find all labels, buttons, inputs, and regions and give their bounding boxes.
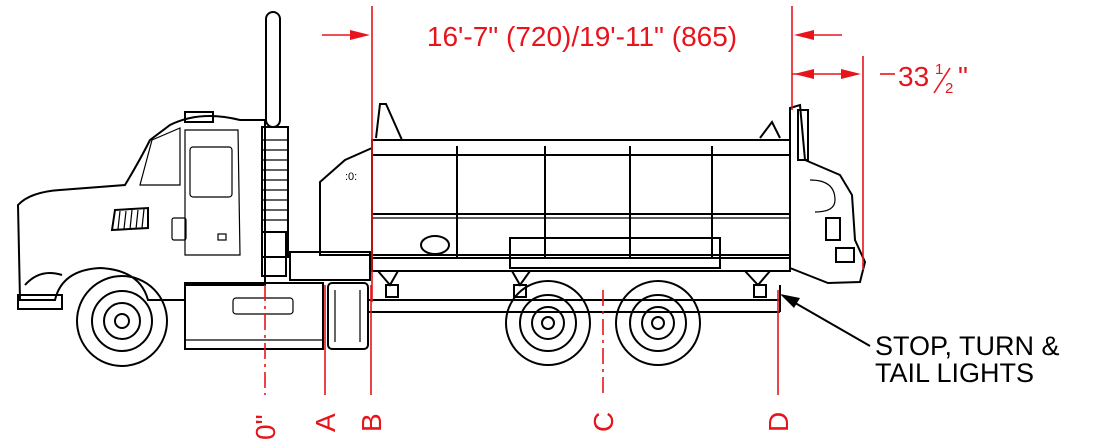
ref-label-b: B <box>356 413 387 432</box>
overhang-numerator: 1 <box>935 61 943 78</box>
reference-lines <box>264 285 779 395</box>
svg-text::0:: :0: <box>345 171 357 183</box>
callout-line-1: STOP, TURN & <box>875 331 1060 361</box>
body-length-dimension: 16'-7" (720)/19'-11" (865) <box>322 6 842 302</box>
tail-lights-callout: STOP, TURN & TAIL LIGHTS <box>780 294 1060 388</box>
rear-wheel-2 <box>615 280 701 366</box>
callout-line-2: TAIL LIGHTS <box>875 358 1034 388</box>
frame-and-tanks <box>184 251 781 350</box>
front-wheel <box>76 275 168 367</box>
overhang-unit: " <box>958 61 968 92</box>
ref-label-a: A <box>310 413 341 432</box>
spreader-hopper: :0: <box>319 103 867 298</box>
reference-labels: 0" A B C D <box>250 412 794 440</box>
ref-label-zero: 0" <box>250 414 281 440</box>
exhaust-stack <box>261 11 289 277</box>
truck-cab <box>16 111 266 310</box>
body-length-label: 16'-7" (720)/19'-11" (865) <box>427 21 737 52</box>
overhang-whole: 33 <box>898 61 929 92</box>
ref-label-d: D <box>763 412 794 432</box>
rear-wheel-1 <box>505 280 591 366</box>
overhang-dimension: 33 1 2 " <box>792 56 968 270</box>
ref-label-c: C <box>588 412 619 432</box>
overhang-denominator: 2 <box>945 80 953 97</box>
